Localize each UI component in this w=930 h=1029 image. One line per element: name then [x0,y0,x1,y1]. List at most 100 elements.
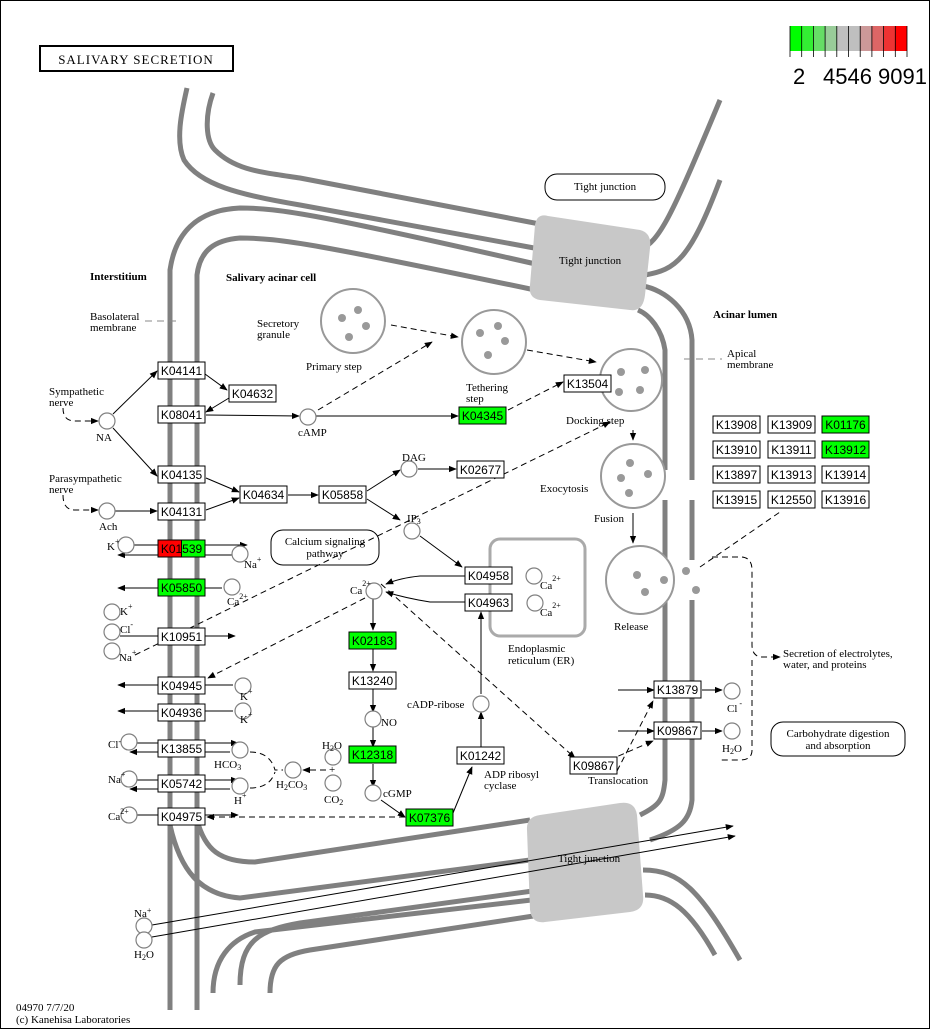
compound-dag[interactable] [400,460,418,478]
compound-na[interactable] [231,545,249,563]
gene-k13910[interactable]: K13910 [712,440,761,459]
svg-text:Cl -: Cl - [727,699,742,715]
compound-na[interactable] [98,412,116,430]
gene-k04975[interactable]: K04975 [157,807,206,826]
compound-hco3[interactable] [231,741,249,759]
gene-k13916[interactable]: K13916 [821,490,870,509]
compound-co2[interactable] [324,774,342,792]
gene-k01539[interactable]: K01539 [157,539,206,558]
sympathetic-nerve-label: nerve [49,397,74,409]
gene-k04632[interactable]: K04632 [228,384,277,403]
map-label: Tight junction [574,181,637,193]
compound-cadp-ribose[interactable] [472,695,490,713]
gene-k12550[interactable]: K12550 [767,490,816,509]
legend-swatch [895,26,907,51]
compound-ca[interactable] [365,582,383,600]
compound-h2co3[interactable] [284,761,302,779]
gene-k02677[interactable]: K02677 [456,460,505,479]
gene-k05742[interactable]: K05742 [157,774,206,793]
color-legend [789,26,908,57]
compound-k[interactable] [234,702,252,720]
gene-k08041[interactable]: K08041 [157,405,206,424]
gene-k09867[interactable]: K09867 [569,756,618,775]
map-label: and absorption [805,740,871,752]
tethering-vesicle [461,309,527,375]
map-tight-junction[interactable]: Tight junction [544,173,666,201]
gene-k01242[interactable]: K01242 [456,746,505,765]
svg-text:H2O: H2O [322,740,342,753]
gene-k13913[interactable]: K13913 [767,465,816,484]
gene-label: K13855 [161,742,203,756]
gene-k12318[interactable]: K12318 [348,745,397,764]
compound-ca[interactable] [223,578,241,596]
gene-k13897[interactable]: K13897 [712,465,761,484]
paracellular-flow: Na+ H2O [134,824,736,962]
gene-k04963[interactable]: K04963 [464,593,513,612]
gene-k04135[interactable]: K04135 [157,465,206,484]
compound-camp[interactable] [299,408,317,426]
compound-ca-er[interactable] [526,594,544,612]
gene-label: K07376 [409,811,451,825]
gene-label: K13912 [825,443,867,457]
svg-text:H2O: H2O [722,743,742,756]
gene-label: K04936 [161,706,203,720]
gene-k01176[interactable]: K01176 [821,415,870,434]
gene-k09867[interactable]: K09867 [653,721,702,740]
gene-k04131[interactable]: K04131 [157,502,206,521]
compound-cgmp[interactable] [364,784,382,802]
compound-cl[interactable] [120,733,138,751]
gene-k13914[interactable]: K13914 [821,465,870,484]
compound-cl[interactable] [723,682,741,700]
gene-k13240[interactable]: K13240 [348,671,397,690]
gene-k04936[interactable]: K04936 [157,703,206,722]
gene-k02183[interactable]: K02183 [348,631,397,650]
gene-k04345[interactable]: K04345 [458,406,507,425]
gene-k04141[interactable]: K04141 [157,361,206,380]
map-calcium-signaling[interactable]: Calcium signaling pathway [270,529,380,566]
gene-label: K02677 [460,463,502,477]
legend-swatch [836,26,849,51]
compound-h2o[interactable] [324,748,342,766]
gene-k13908[interactable]: K13908 [712,415,761,434]
gene-label: K13879 [657,683,699,697]
legend-swatch [813,26,826,51]
compound-na[interactable] [103,642,121,660]
compound-ca[interactable] [120,806,138,824]
compound-k[interactable] [234,677,252,695]
compound-ach[interactable] [98,502,116,520]
gene-k07376[interactable]: K07376 [405,808,454,827]
gene-label: K13916 [825,493,867,507]
gene-k05850[interactable]: K05850 [157,578,206,597]
gene-k04634[interactable]: K04634 [239,485,288,504]
compound-cl[interactable] [103,623,121,641]
compound-ip3[interactable] [403,522,421,540]
gene-k04945[interactable]: K04945 [157,676,206,695]
gene-k10951[interactable]: K10951 [157,627,206,646]
gene-k13879[interactable]: K13879 [653,680,702,699]
compound-k[interactable] [117,536,135,554]
gene-k13909[interactable]: K13909 [767,415,816,434]
map-carbohydrate-digestion[interactable]: Carbohydrate digestion and absorption [770,721,906,757]
compound-h[interactable] [231,777,249,795]
compound-na[interactable] [120,770,138,788]
er-label: Endoplasmic [508,643,566,655]
fusion-label: Fusion [594,513,624,525]
secretory-granule-label: Secretory [257,318,300,330]
gene-k13912[interactable]: K13912 [821,440,870,459]
gene-k13915[interactable]: K13915 [712,490,761,509]
svg-text:Cl-: Cl- [120,620,133,636]
compound-ca-er[interactable] [525,567,543,585]
compound-k[interactable] [103,603,121,621]
gene-k04958[interactable]: K04958 [464,566,513,585]
compound-h2o[interactable] [135,931,153,949]
compound-no[interactable] [364,710,382,728]
legend-label-max: 9091 [878,64,927,89]
gene-k05858[interactable]: K05858 [318,485,367,504]
svg-text:HCO3: HCO3 [214,759,241,772]
gene-k13504[interactable]: K13504 [563,374,612,393]
gene-k13855[interactable]: K13855 [157,739,206,758]
gene-k13911[interactable]: K13911 [767,440,816,459]
compound-h2o[interactable] [723,722,741,740]
tethering-step-label: Tethering [466,382,508,394]
svg-text:+: + [329,764,335,776]
